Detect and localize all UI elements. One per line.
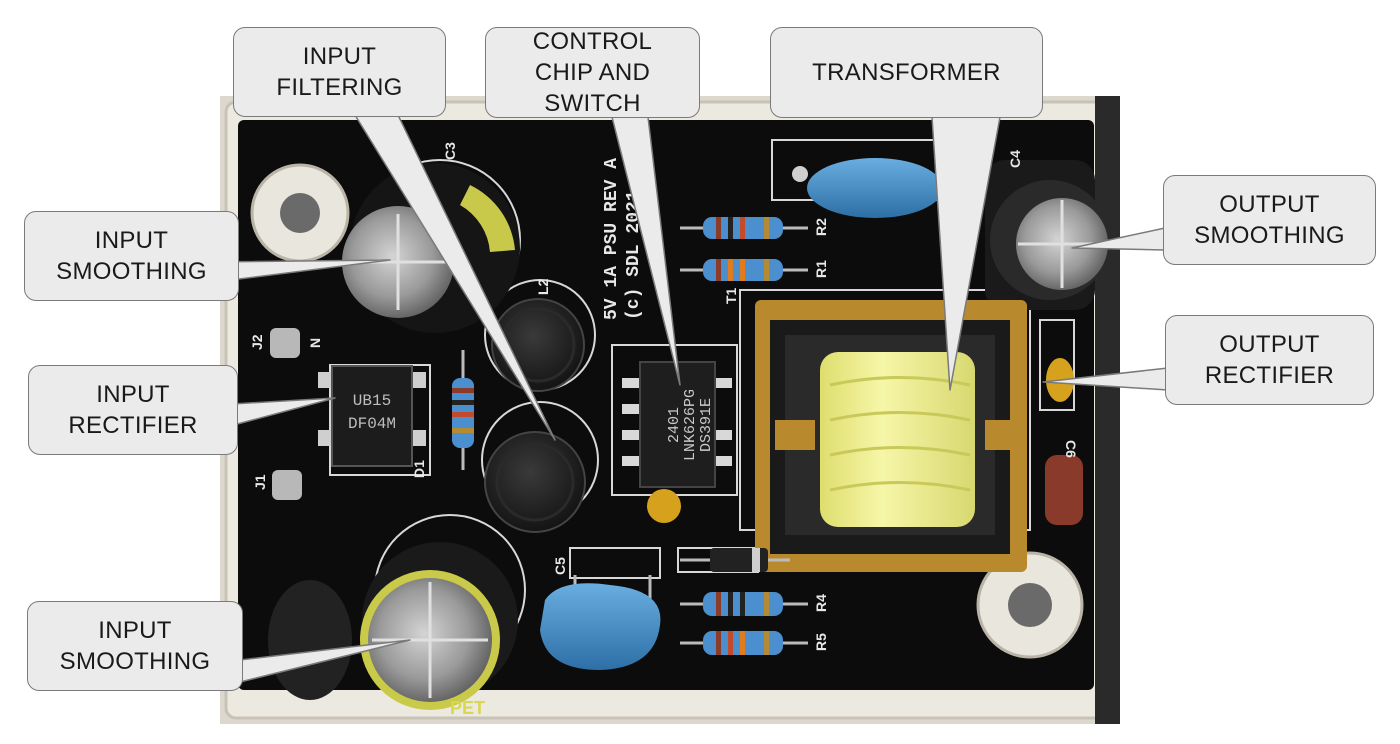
ref-c5: C5 (552, 557, 568, 575)
label-line: RECTIFIER (1204, 362, 1335, 389)
label-input-smoothing-top: INPUT SMOOTHING (24, 211, 239, 301)
label-line: SMOOTHING (59, 648, 211, 675)
cap-mark-pet: PET (450, 698, 485, 718)
label-line: FILTERING (276, 74, 403, 101)
label-output-smoothing: OUTPUT SMOOTHING (1163, 175, 1376, 265)
bridge-marking-2: DF04M (348, 415, 396, 433)
ref-c4: C4 (1007, 150, 1023, 168)
pad-j2 (270, 328, 300, 358)
capacitor-bulk-bottom: PET (268, 542, 518, 718)
label-input-filtering: INPUT FILTERING (233, 27, 446, 117)
enclosure-right-shadow (1095, 96, 1120, 724)
label-line: OUTPUT (1219, 191, 1320, 218)
diode (680, 548, 790, 572)
resistor-r5 (680, 631, 808, 655)
ref-c6: C6 (1063, 440, 1079, 458)
ref-r5: R5 (813, 633, 829, 651)
ref-j2: J2 (249, 334, 265, 350)
mounting-hole-top-left (250, 163, 350, 263)
chip-marking-1: 2401 (666, 407, 683, 443)
ref-c3: C3 (442, 142, 458, 160)
ref-r2: R2 (813, 218, 829, 236)
ref-r4: R4 (813, 594, 829, 612)
bridge-marking-1: UB15 (353, 392, 391, 410)
pad-j1 (272, 470, 302, 500)
capacitor-c4 (985, 160, 1110, 310)
label-line: INPUT (98, 617, 172, 644)
label-line: SMOOTHING (56, 258, 207, 285)
label-output-rectifier: OUTPUT RECTIFIER (1165, 315, 1374, 405)
label-line: CHIP AND (534, 59, 651, 86)
label-input-rectifier: INPUT RECTIFIER (28, 365, 238, 455)
label-line: SMOOTHING (1194, 222, 1345, 249)
resistor-r1 (680, 259, 808, 281)
ref-t1: T1 (723, 287, 739, 304)
ref-l2: L2 (535, 278, 551, 295)
control-chip: 2401 LNK626PG DS391E (622, 361, 732, 523)
output-rectifier-area (1045, 358, 1083, 525)
label-line: CONTROL (532, 28, 653, 55)
label-line: OUTPUT (1219, 331, 1320, 358)
bridge-rectifier-d1: UB15 DF04M (318, 365, 426, 467)
chip-marking-3: DS391E (698, 398, 715, 452)
ref-j1: J1 (252, 474, 268, 490)
resistor-r4 (680, 592, 808, 616)
chip-marking-2: LNK626PG (682, 389, 699, 461)
label-line: INPUT (302, 43, 377, 70)
ref-r1: R1 (813, 260, 829, 278)
ref-d1: D1 (411, 460, 427, 478)
transformer-t1 (755, 300, 1027, 572)
label-line: TRANSFORMER (812, 59, 1001, 86)
ref-n: N (307, 338, 323, 348)
label-line: INPUT (94, 227, 169, 254)
label-line: INPUT (96, 381, 170, 408)
label-line: SWITCH (544, 90, 641, 117)
silkscreen-title: 5V 1A PSU REV A (602, 158, 622, 320)
label-transformer: TRANSFORMER (770, 27, 1043, 118)
callout-pointers (214, 114, 1169, 683)
resistor-vertical (452, 350, 474, 470)
y-capacitor-c5 (540, 575, 661, 670)
resistor-r2 (680, 217, 808, 239)
y-capacitor-top (792, 158, 943, 218)
label-line: RECTIFIER (68, 412, 198, 439)
mounting-hole-bottom-right (976, 551, 1084, 659)
label-input-smoothing-bottom: INPUT SMOOTHING (27, 601, 243, 691)
label-control-chip-and-switch: CONTROL CHIP AND SWITCH (485, 27, 700, 118)
